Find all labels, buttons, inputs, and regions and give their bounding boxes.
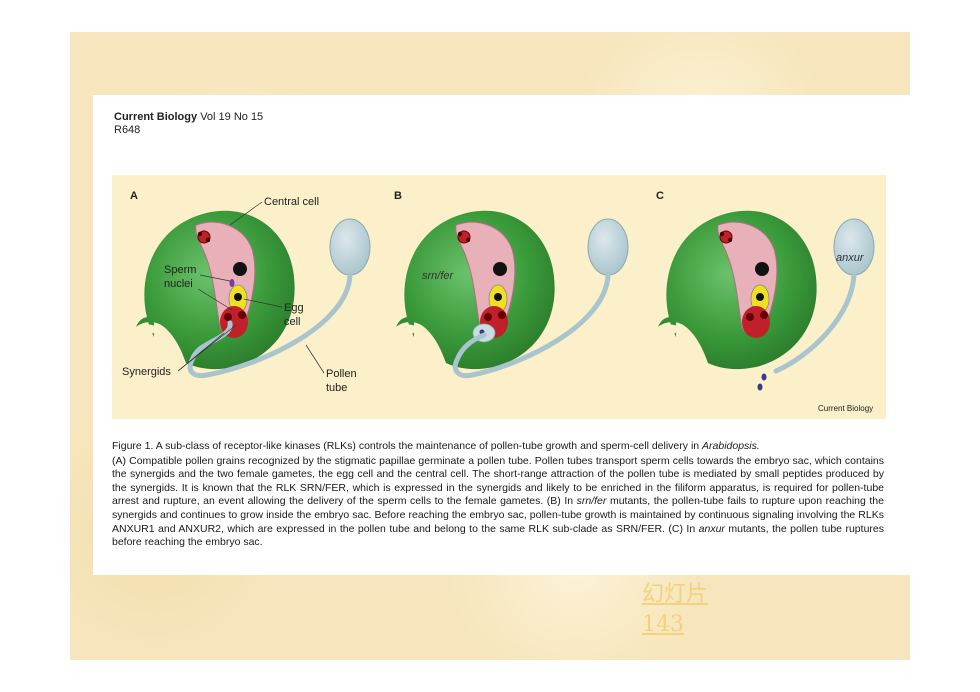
ovule-b xyxy=(395,210,556,370)
label-central-cell: Central cell xyxy=(264,196,319,208)
figure-credit: Current Biology xyxy=(818,404,873,413)
label-srn-fer: srn/fer xyxy=(422,270,455,282)
paper-page: Current Biology Vol 19 No 15 R648 xyxy=(93,95,910,575)
caption-title-italic: Arabidopsis. xyxy=(702,440,760,452)
caption-part-c: mutants, the pollen tube ruptures before… xyxy=(112,522,884,549)
figure-illustration: A Central cell Sperm nuclei xyxy=(122,190,875,413)
caption-anxur: anxur xyxy=(698,522,725,535)
caption-srn-fer: srn/fer xyxy=(576,495,607,508)
caption-part-a: (A) Compatible pollen grains recognized … xyxy=(112,454,884,508)
slide-label-number: 143 xyxy=(642,612,684,637)
journal-name: Current Biology xyxy=(114,111,198,123)
label-egg-cell-1: Egg xyxy=(284,302,304,314)
label-sperm-nuclei-1: Sperm xyxy=(164,264,196,276)
caption-title-text: Figure 1. A sub-class of receptor-like k… xyxy=(112,440,703,452)
label-pollen-tube-2: tube xyxy=(326,382,347,394)
caption-title: Figure 1. A sub-class of receptor-like k… xyxy=(112,440,884,454)
panel-a-label: A xyxy=(130,190,138,202)
panel-c-label: C xyxy=(656,190,664,202)
slide-number-link[interactable]: 幻灯片 143 xyxy=(642,580,708,640)
ovule-c xyxy=(657,210,818,370)
page-number: R648 xyxy=(114,124,141,136)
label-synergids: Synergids xyxy=(122,366,171,378)
label-anxur: anxur xyxy=(836,252,865,264)
figure-caption: Figure 1. A sub-class of receptor-like k… xyxy=(112,440,884,550)
panel-b-label: B xyxy=(394,190,402,202)
label-sperm-nuclei-2: nuclei xyxy=(164,278,193,290)
journal-volume: Vol 19 No 15 xyxy=(200,111,264,123)
caption-part-b: mutants, the pollen-tube fails to ruptur… xyxy=(112,495,884,535)
label-egg-cell-2: cell xyxy=(284,316,301,328)
ovule-a xyxy=(135,210,296,370)
journal-header: Current Biology Vol 19 No 15 R648 xyxy=(114,111,263,137)
slide-label-text: 幻灯片 xyxy=(642,582,709,607)
label-pollen-tube-1: Pollen xyxy=(326,368,357,380)
figure-1: A Central cell Sperm nuclei xyxy=(112,175,886,419)
